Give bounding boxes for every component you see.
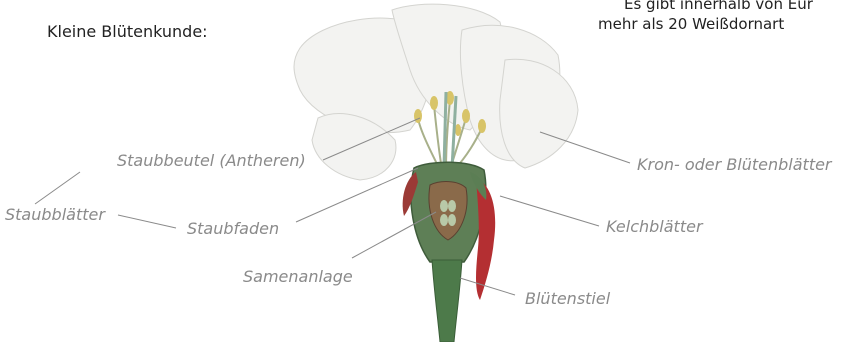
label-samenanlage: Samenanlage [243, 267, 353, 286]
info-note-line-1: Es gibt innerhalb von Eur [624, 0, 813, 14]
info-note: Es gibt innerhalb von Eur mehr als 20 We… [598, 0, 813, 40]
label-staubblaetter: Staubblätter [5, 205, 105, 224]
page-heading: Kleine Blütenkunde: [47, 22, 208, 41]
stem [432, 260, 462, 342]
label-kelchblaetter: Kelchblätter [606, 217, 703, 236]
label-bluetenstiel: Blütenstiel [525, 289, 610, 308]
label-staubfaden: Staubfaden [187, 219, 279, 238]
label-kronblaetter: Kron- oder Blütenblätter [637, 155, 832, 174]
info-note-line-2: mehr als 20 Weißdornart [598, 14, 813, 34]
label-staubbeutel: Staubbeutel (Antheren) [117, 151, 306, 170]
